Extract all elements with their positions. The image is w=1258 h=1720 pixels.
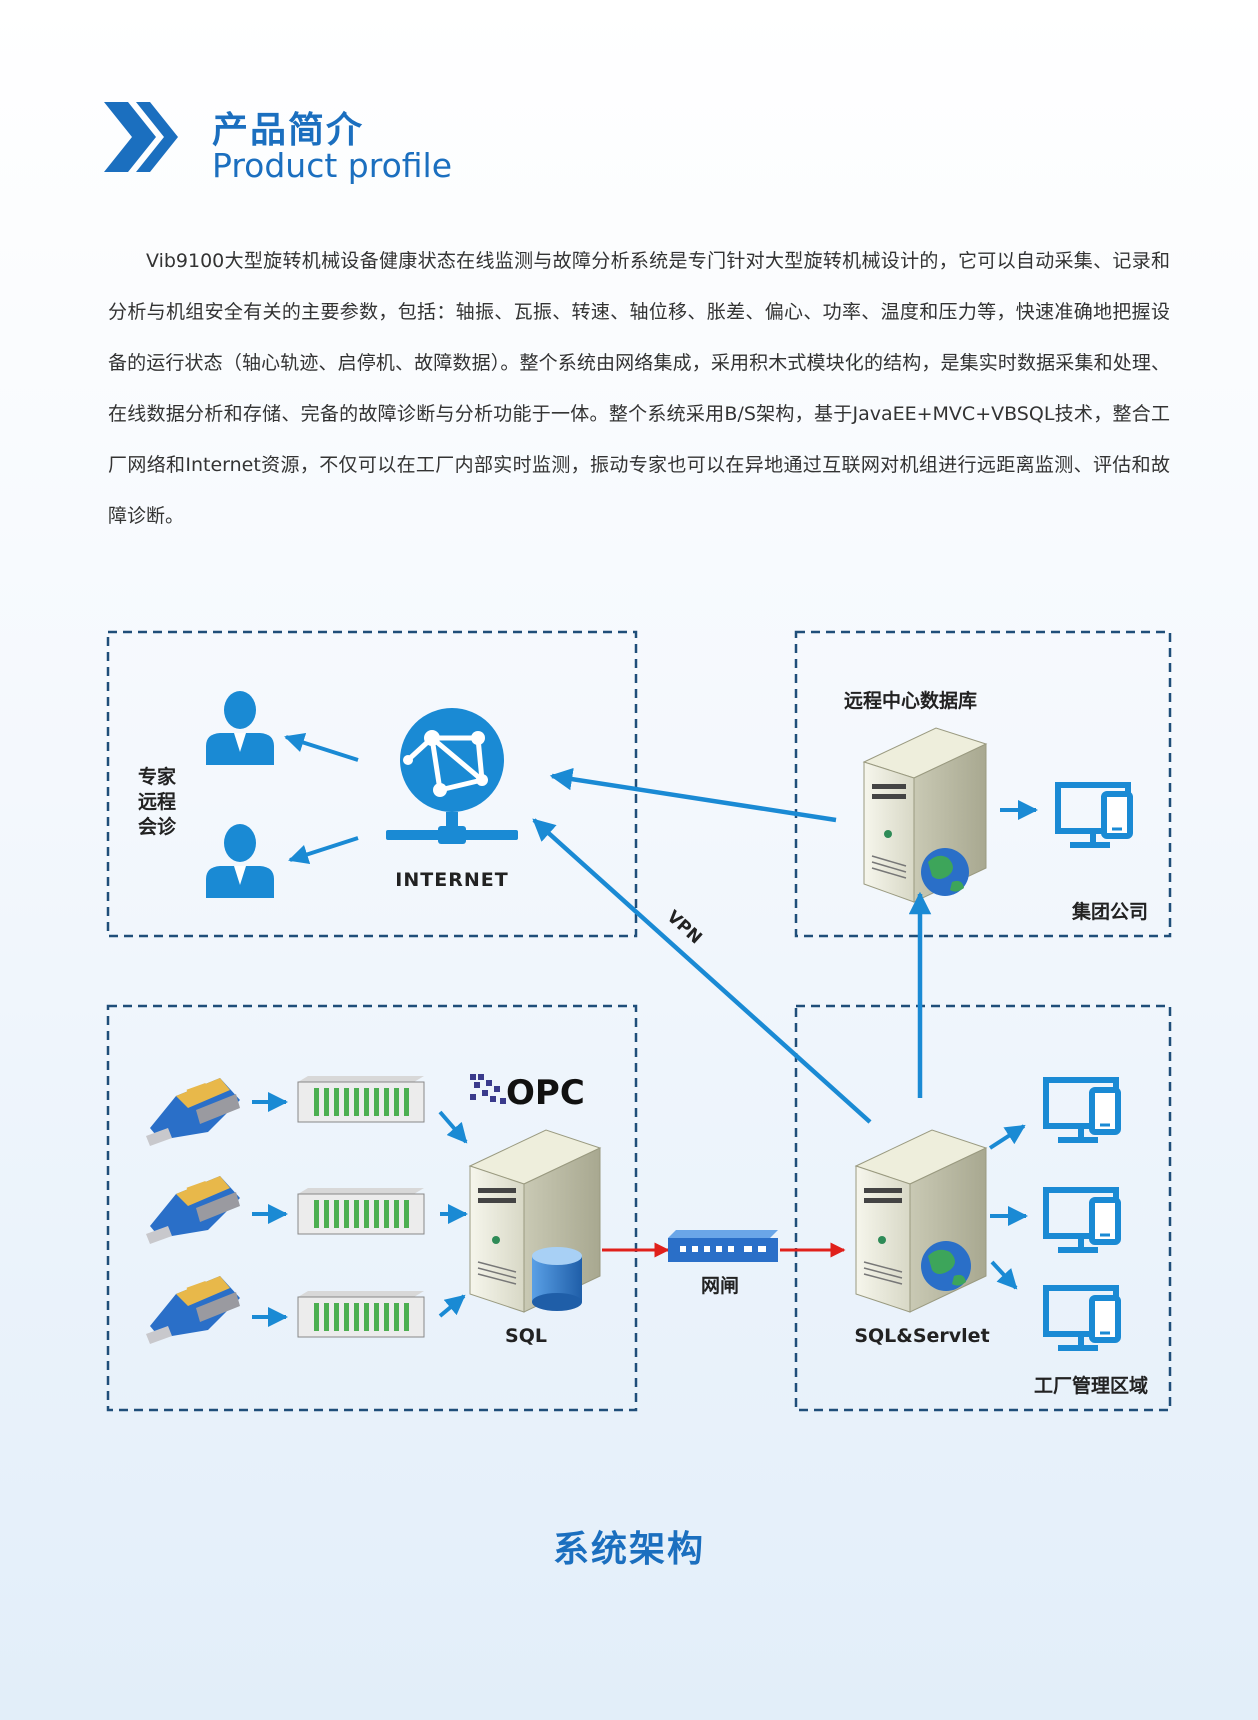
network-gateway-icon	[668, 1230, 778, 1262]
database-icon	[532, 1247, 582, 1311]
diagram-caption: 系统架构	[552, 1529, 705, 1570]
factory-server-icon	[854, 1129, 988, 1313]
gateway-label: 网闸	[701, 1275, 739, 1297]
acquisition-rack-icon	[297, 1291, 425, 1338]
turbine-machine-icon	[146, 1078, 240, 1146]
group-company-label: 集团公司	[1071, 900, 1148, 923]
monitor-phone-icon	[1043, 1077, 1121, 1143]
web-globe-icon	[921, 848, 969, 896]
expert-person-icon	[206, 824, 274, 898]
factory-area-label: 工厂管理区域	[1034, 1374, 1148, 1397]
group-region-box	[794, 630, 1172, 938]
svg-text:会诊: 会诊	[138, 815, 177, 838]
web-globe-icon	[921, 1241, 971, 1291]
opc-logo: OPC	[470, 1073, 585, 1113]
svg-text:OPC: OPC	[506, 1073, 585, 1113]
intro-paragraph: Vib9100大型旋转机械设备健康状态在线监测与故障分析系统是专门针对大型旋转机…	[108, 250, 1170, 527]
remote-db-label: 远程中心数据库	[844, 689, 977, 712]
sql-label: SQL	[505, 1325, 547, 1347]
svg-text:远程: 远程	[138, 791, 176, 813]
factory-region-box	[794, 1004, 1172, 1412]
section-title-cn: 产品简介	[212, 110, 365, 151]
sql-servlet-label: SQL&Servlet	[854, 1325, 989, 1347]
internet-label: INTERNET	[395, 869, 508, 891]
monitor-phone-icon	[1043, 1285, 1121, 1351]
acquisition-rack-icon	[297, 1188, 425, 1235]
section-title-en: Product profile	[212, 146, 453, 185]
svg-text:专家: 专家	[138, 765, 177, 788]
internet-globe-icon	[386, 708, 518, 844]
monitor-phone-icon	[1043, 1187, 1121, 1253]
turbine-machine-icon	[146, 1276, 240, 1344]
expert-person-icon	[206, 691, 274, 765]
plant-region-box	[106, 1004, 638, 1412]
chevron-logo-icon	[104, 102, 178, 172]
expert-region-box	[106, 630, 638, 938]
acquisition-rack-icon	[297, 1076, 425, 1123]
monitor-phone-icon	[1055, 782, 1133, 848]
expert-label: 专家 远程 会诊	[138, 765, 177, 838]
turbine-machine-icon	[146, 1176, 240, 1244]
